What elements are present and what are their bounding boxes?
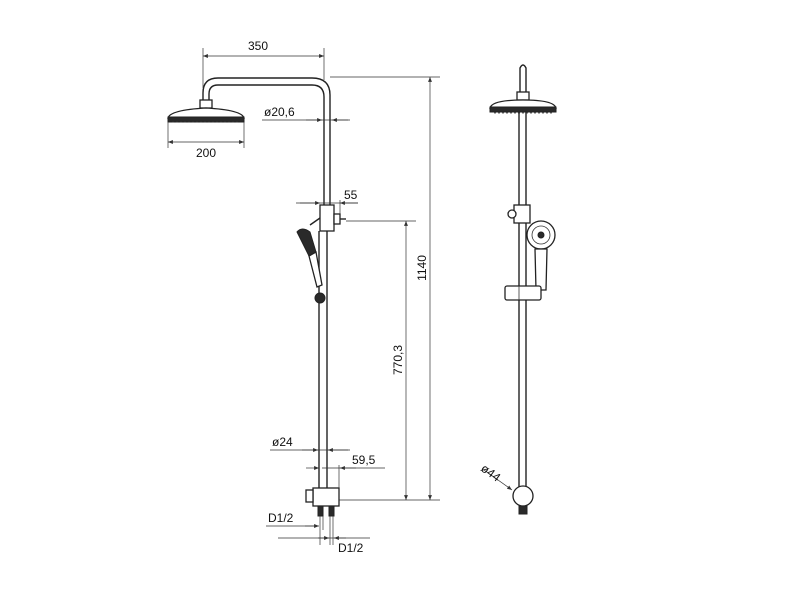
front-view: 350 200 ø20,6 55 1140 770,3 ø24 xyxy=(167,39,440,555)
dim-holder-height-label: 770,3 xyxy=(391,345,405,375)
shower-arm-inner xyxy=(208,84,325,205)
dim-inlet-left-label: D1/2 xyxy=(268,511,294,525)
side-slider-holder xyxy=(504,285,542,301)
rain-shower-head xyxy=(167,107,245,119)
dim-head-diameter-label: 200 xyxy=(196,146,216,160)
dim-mixer-diameter-line xyxy=(483,469,513,491)
side-hand-shower-handle xyxy=(534,248,548,291)
side-hand-shower-center xyxy=(537,231,545,239)
mixer-body xyxy=(312,487,340,507)
holder-bracket xyxy=(319,204,335,232)
side-rain-head xyxy=(489,99,557,109)
side-holder-knob xyxy=(507,209,517,219)
dim-upper-pipe-diameter-label: ø20,6 xyxy=(264,105,295,119)
side-rain-face xyxy=(489,106,557,113)
mixer-knob xyxy=(305,489,314,503)
hand-shower-head xyxy=(296,228,317,257)
dim-lower-pipe-diameter-label: ø24 xyxy=(272,435,293,449)
dim-mixer-offset-label: 59,5 xyxy=(352,453,376,467)
inlet-right-pipe xyxy=(328,505,335,517)
rain-shower-face xyxy=(167,116,245,123)
holder-knob xyxy=(333,213,341,225)
side-view: ø44 xyxy=(478,64,557,515)
side-mixer xyxy=(512,485,534,507)
dim-total-height-label: 1140 xyxy=(415,255,429,281)
head-connector xyxy=(199,99,213,109)
shower-arm-outer xyxy=(202,77,331,205)
hand-shower-slider xyxy=(314,292,326,304)
side-head-connector xyxy=(516,91,530,101)
side-inlet xyxy=(518,505,528,515)
hose-link xyxy=(309,217,321,226)
dim-holder-offset-label: 55 xyxy=(344,188,358,202)
dim-arm-length-label: 350 xyxy=(248,39,268,53)
dim-inlet-right-label: D1/2 xyxy=(338,541,364,555)
inlet-left-pipe xyxy=(317,505,324,517)
side-hand-shower-ring xyxy=(531,225,551,245)
side-arm-stub xyxy=(519,64,527,92)
hand-shower-handle xyxy=(308,250,323,288)
